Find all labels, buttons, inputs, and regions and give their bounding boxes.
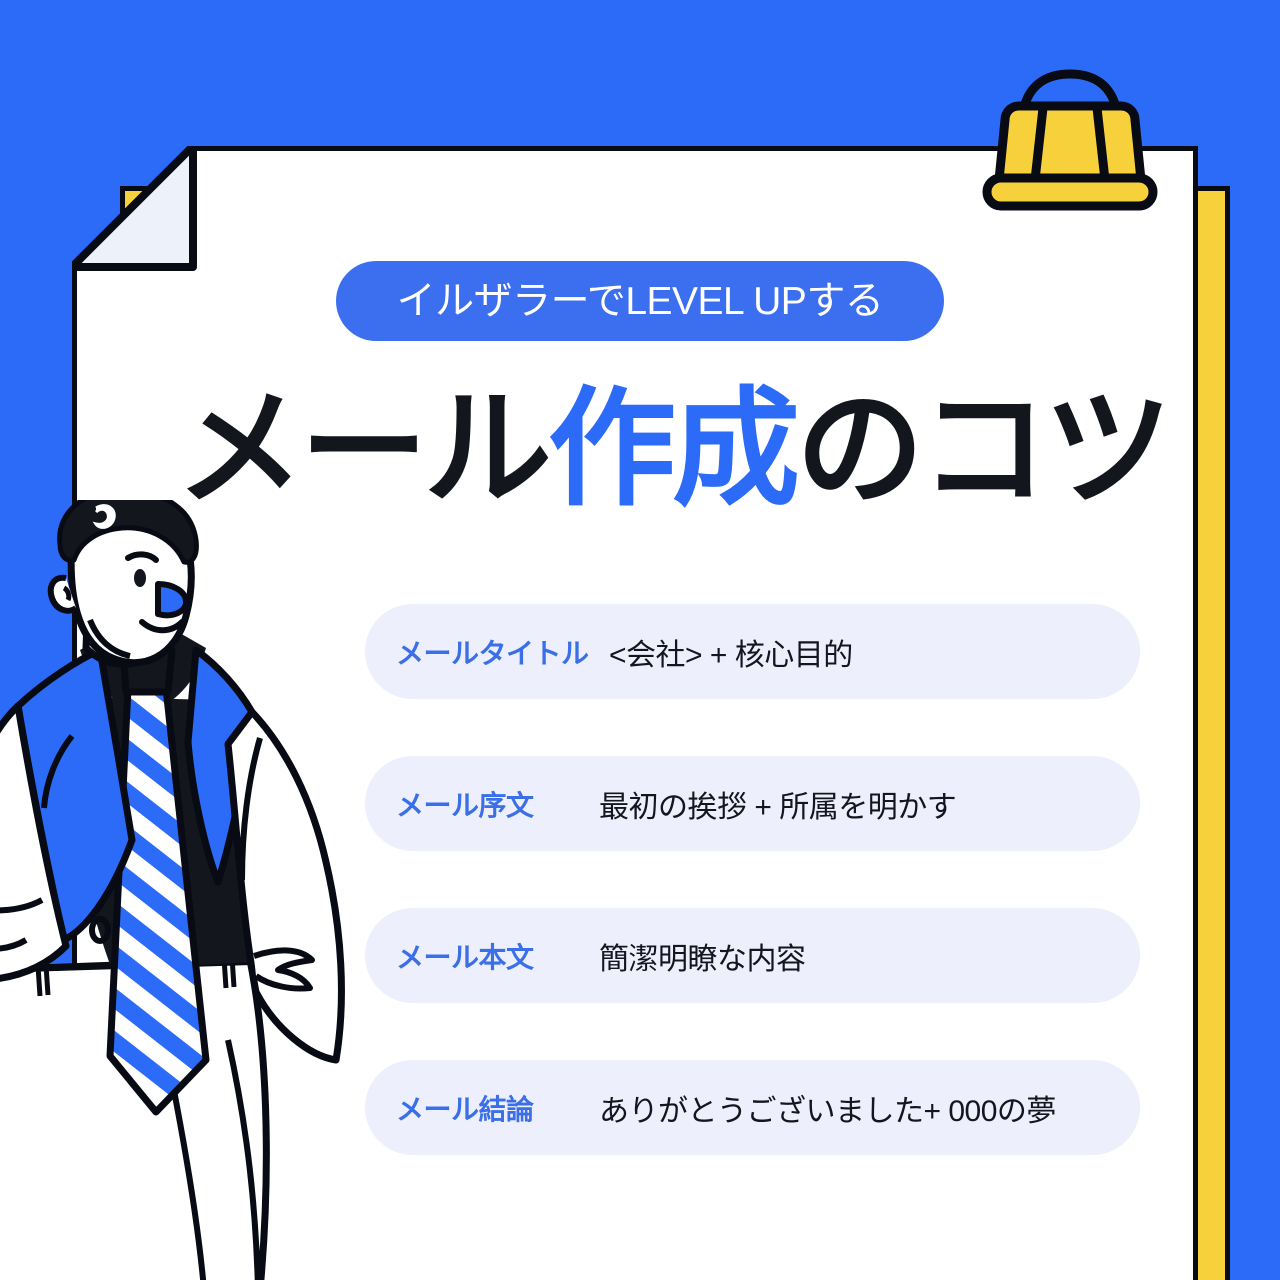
- list-item: メールタイトル <会社> + 核心目的: [365, 604, 1140, 699]
- headline-part-2: のコツ: [796, 378, 1172, 521]
- list-item-value: 最初の挨拶 + 所属を明かす: [599, 790, 957, 824]
- list-item-value: ありがとうございました+ 000の夢: [599, 1094, 1056, 1128]
- tips-list: メールタイトル <会社> + 核心目的 メール序文 最初の挨拶 + 所属を明かす…: [365, 604, 1140, 1155]
- list-item-label: メール結論: [396, 1093, 534, 1125]
- list-item-label: メールタイトル: [396, 637, 589, 669]
- headline-accent: 作成: [548, 378, 800, 521]
- page-title: メール作成のコツ: [176, 378, 1172, 521]
- binder-clip-icon: [982, 69, 1158, 211]
- list-item: メール本文 簡潔明瞭な内容: [365, 908, 1140, 1003]
- badge-pill: イルザラーでLEVEL UPする: [336, 261, 944, 341]
- badge-text: イルザラーでLEVEL UPする: [396, 279, 884, 323]
- list-item-label: メール本文: [396, 941, 534, 973]
- list-item: メール序文 最初の挨拶 + 所属を明かす: [365, 756, 1140, 851]
- list-item-value: 簡潔明瞭な内容: [599, 942, 806, 976]
- list-item: メール結論 ありがとうございました+ 000の夢: [365, 1060, 1140, 1155]
- list-item-label: メール序文: [396, 789, 534, 821]
- headline-part-1: メール: [176, 378, 552, 521]
- list-item-value: <会社> + 核心目的: [609, 638, 853, 672]
